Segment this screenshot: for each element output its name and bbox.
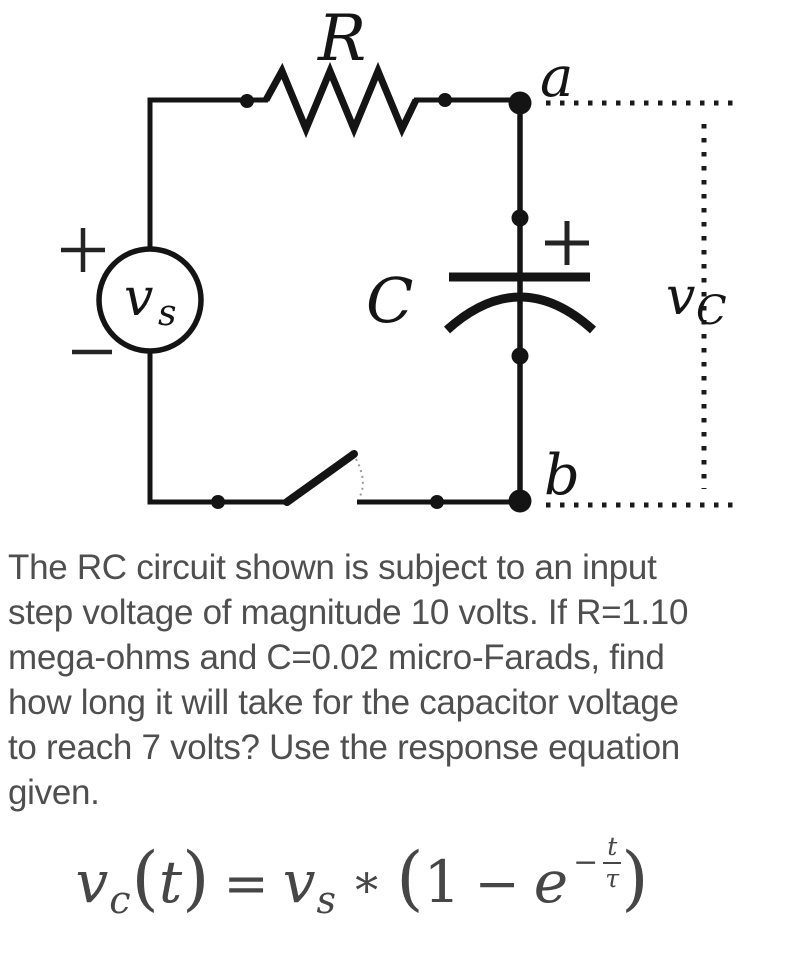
rc-circuit-diagram: R v s C: [61, 2, 741, 513]
eq-v: v: [282, 848, 316, 916]
problem-line: The RC circuit shown is subject to an in…: [8, 548, 657, 587]
capacitor-curved-plate: [443, 292, 597, 334]
problem-line: how long it will take for the capacitor …: [8, 683, 679, 722]
problem-statement: The RC circuit shown is subject to an in…: [0, 535, 804, 815]
voltage-source: v s: [61, 228, 204, 355]
response-equation: v c ( t ) = v s ∗ ( 1 − e − t τ ): [0, 833, 804, 922]
eq-equals: =: [223, 852, 269, 915]
voltage-source-label-v: v: [124, 268, 153, 328]
node-b-label: b: [544, 443, 580, 508]
switch: [283, 450, 364, 506]
problem-line: given.: [8, 773, 100, 812]
vc-label: v C: [666, 267, 727, 334]
eq-exp-minus: −: [573, 845, 599, 880]
eq-open-paren: (: [396, 837, 424, 919]
switch-lever: [283, 450, 358, 506]
switch-motion-arc: [355, 458, 364, 499]
voltage-source-circle: [96, 246, 204, 354]
circuit-wires: [147, 97, 523, 505]
resistor-label: R: [317, 2, 366, 76]
eq-exp-numerator: t: [603, 833, 622, 864]
source-plus-icon: [61, 228, 105, 272]
problem-line: mega-ohms and C=0.02 micro-Farads, find: [8, 638, 665, 677]
resistor-zigzag: [262, 61, 420, 139]
problem-line: step voltage of magnitude 10 volts. If R…: [8, 593, 689, 632]
node-a-label: a: [540, 45, 573, 110]
capacitor-label: C: [366, 264, 413, 337]
wire-dot: [430, 495, 444, 509]
capacitor-bottom-dot: [511, 347, 529, 365]
eq-star-operator: ∗: [351, 854, 383, 908]
eq-t: t: [158, 848, 183, 916]
vc-measurement-dotted-lines: [546, 100, 741, 508]
capacitor-plus-icon: [545, 221, 589, 265]
source-polarity-marks: [61, 228, 112, 355]
eq-sub-c: c: [109, 878, 131, 922]
problem-line: to reach 7 volts? Use the response equat…: [8, 728, 680, 767]
eq-open-paren: (: [131, 837, 159, 919]
eq-e: e: [533, 848, 569, 916]
wire-dot: [438, 93, 452, 107]
eq-exponent: − t τ: [573, 833, 622, 893]
eq-close-paren: ): [621, 837, 649, 919]
eq-close-paren: ): [182, 837, 210, 919]
capacitor: C: [366, 221, 597, 337]
eq-exp-fraction: t τ: [603, 833, 622, 893]
resistor: R: [262, 2, 420, 139]
eq-one: 1: [423, 848, 461, 916]
eq-exp-denominator: τ: [605, 863, 620, 893]
vc-label-v: v: [666, 267, 695, 327]
top-left-wire: [147, 97, 268, 249]
capacitor-top-dot: [511, 209, 529, 227]
eq-v: v: [75, 848, 109, 916]
wire-dot: [240, 94, 254, 108]
node-b-dot: [508, 489, 532, 513]
vc-label-sub: C: [696, 288, 727, 334]
junction-dots: [211, 91, 532, 513]
wire-dot: [211, 495, 225, 509]
left-lower-wire: [147, 351, 289, 505]
eq-minus: −: [474, 852, 520, 915]
voltage-source-label-sub: s: [158, 293, 176, 334]
eq-sub-s: s: [316, 878, 336, 922]
node-a-dot: [508, 91, 532, 115]
